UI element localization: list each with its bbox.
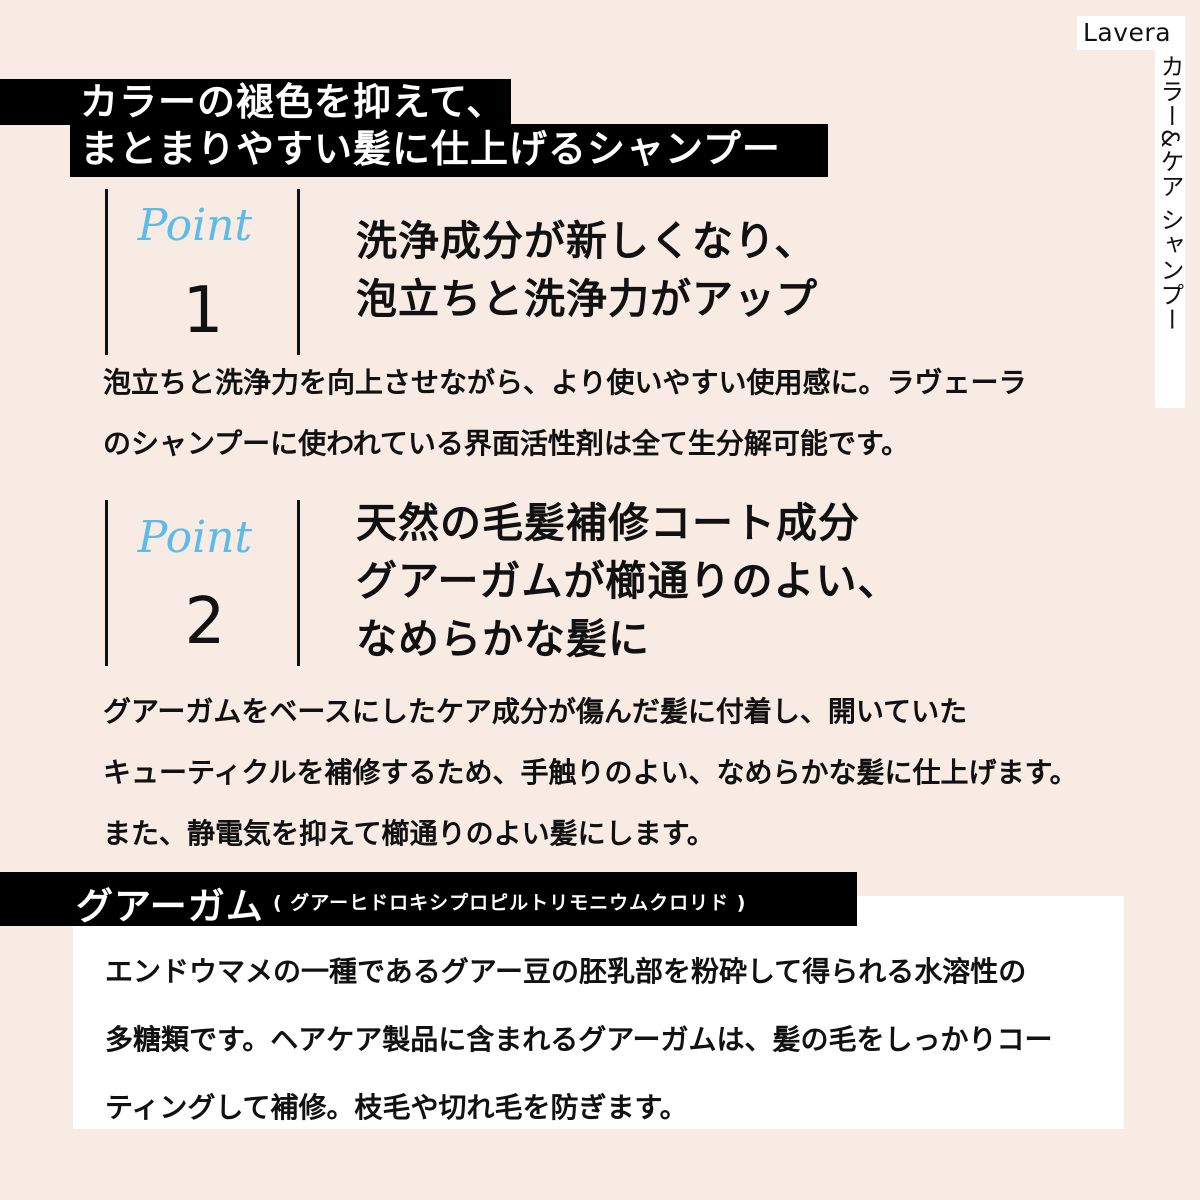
guar-gum-panel bbox=[73, 896, 1124, 1129]
title-banner-line1: カラーの褪色を抑えて、 bbox=[0, 79, 511, 125]
point2-heading-line1: 天然の毛髪補修コート成分 bbox=[356, 499, 860, 547]
guar-gum-chemical-name: ( グアーヒドロキシプロピルトリモニウムクロリド ) bbox=[273, 892, 747, 914]
point1-left-divider bbox=[105, 189, 108, 355]
title-banner-line2: まとまりやすい髪に仕上げるシャンプー bbox=[70, 124, 828, 177]
point1-right-divider bbox=[297, 189, 300, 355]
point1-heading-line1: 洗浄成分が新しくなり、 bbox=[356, 217, 817, 265]
product-name-vertical: カラー&ケア シャンプー bbox=[1155, 50, 1185, 408]
point2-body-line3: また、静電気を抑えて櫛通りのよい髪にします。 bbox=[103, 817, 715, 850]
guar-gum-body-line1: エンドウマメの一種であるグアー豆の胚乳部を粉砕して得られる水溶性の bbox=[105, 955, 1027, 988]
point1-body-line1: 泡立ちと洗浄力を向上させながら、より使いやすい使用感に。ラヴェーラ bbox=[103, 366, 1027, 399]
point1-body-line2: のシャンプーに使われている界面活性剤は全て生分解可能です。 bbox=[103, 427, 910, 460]
guar-gum-title: グアーガム bbox=[76, 885, 264, 928]
point1-label: Point bbox=[137, 200, 253, 251]
point2-label: Point bbox=[137, 512, 253, 563]
guar-gum-banner: グアーガム ( グアーヒドロキシプロピルトリモニウムクロリド ) bbox=[0, 872, 857, 928]
point2-body-line1: グアーガムをベースにしたケア成分が傷んだ髪に付着し、開いていた bbox=[103, 695, 968, 728]
guar-gum-body-line3: ティングして補修。枝毛や切れ毛を防ぎます。 bbox=[105, 1091, 688, 1124]
point2-left-divider bbox=[105, 500, 108, 666]
brand-name: Lavera bbox=[1077, 16, 1185, 50]
point2-heading-line2: グアーガムが櫛通りのよい、 bbox=[356, 557, 900, 605]
point2-right-divider bbox=[297, 500, 300, 666]
point1-heading-line2: 泡立ちと洗浄力がアップ bbox=[356, 275, 818, 323]
guar-gum-description: エンドウマメの一種であるグアー豆の胚乳部を粉砕して得られる水溶性の 多糖類です。… bbox=[105, 938, 1053, 1142]
guar-gum-body-line2: 多糖類です。ヘアケア製品に含まれるグアーガムは、髪の毛をしっかりコー bbox=[105, 1023, 1053, 1056]
point2-heading-line3: なめらかな髪に bbox=[356, 615, 650, 663]
point2-number: 2 bbox=[184, 585, 226, 659]
point1-number: 1 bbox=[182, 274, 224, 348]
point2-body-line2: キューティクルを補修するため、手触りのよい、なめらかな髪に仕上げます。 bbox=[103, 756, 1078, 789]
